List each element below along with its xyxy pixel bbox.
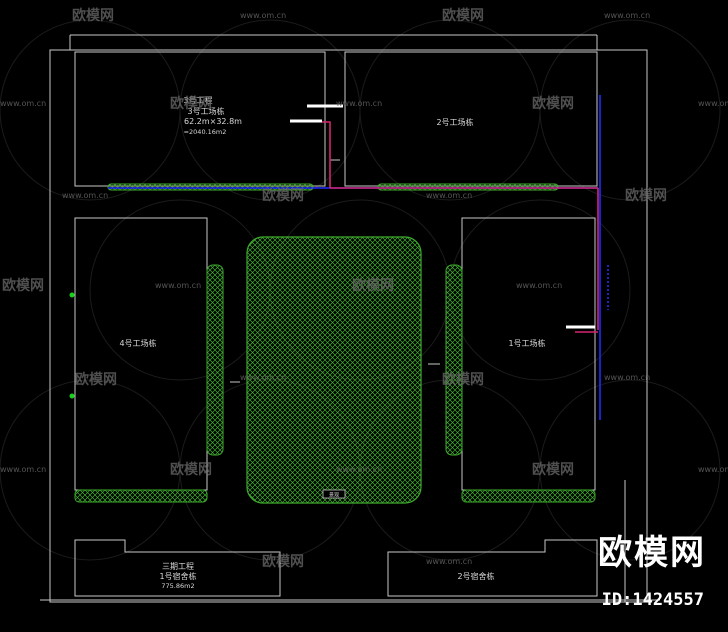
watermark-url: www.om.cn [240, 11, 286, 20]
watermark-logo: 欧模网 [625, 187, 667, 204]
watermark-logo: 欧模网 [442, 371, 484, 388]
model-id: ID:1424557 [601, 590, 704, 610]
watermark-url: www.om.cn [240, 373, 286, 382]
building-1-label: 1号工场栋 [508, 338, 545, 348]
watermark-logo: 欧模网 [532, 95, 574, 112]
watermark-url: www.om.cn [516, 281, 562, 290]
watermark-logo: 欧模网 [442, 7, 484, 24]
building-3-dims: 62.2m×32.8m [184, 117, 242, 126]
leader-marks [290, 104, 595, 329]
watermark-url: www.om.cn [604, 373, 650, 382]
watermark-logo: 欧模网 [72, 7, 114, 24]
watermark-logo: 欧模网 [170, 95, 212, 112]
watermark-url: www.om.cn [336, 465, 382, 474]
watermark-url: www.om.cn [62, 191, 108, 200]
watermark-logo: 欧模网 [75, 371, 117, 388]
connector-marks [230, 159, 440, 383]
utility-pipes [108, 95, 609, 420]
watermark-url: www.om.cn [0, 465, 46, 474]
building-3-title: 3号工程 [183, 96, 212, 105]
watermark-logo: 欧模网 [532, 461, 574, 478]
watermark-url: www.om.cn [0, 99, 46, 108]
dormitory-2 [387, 539, 598, 597]
watermark-logo: 欧模网 [262, 553, 304, 570]
watermark-url: www.om.cn [698, 99, 728, 108]
dormitory-1-name: 1号宿舍栋 [159, 571, 196, 581]
building-2-label: 2号工场栋 [436, 117, 473, 127]
watermark-url: www.om.cn [698, 465, 728, 474]
building-4-label: 4号工场栋 [119, 338, 156, 348]
dormitory-2-label: 2号宿舍栋 [457, 571, 494, 581]
green-markers [69, 292, 75, 399]
watermark-url: www.om.cn [604, 11, 650, 20]
building-4 [74, 217, 208, 491]
site-brand: 欧模网 [598, 533, 706, 573]
building-3-area: =2040.16m2 [184, 128, 227, 136]
building-3-name: 3号工场栋 [187, 106, 224, 116]
plaza-label: 景观 [329, 492, 339, 499]
watermark-url: www.om.cn [426, 191, 472, 200]
dormitory-1-phase: 三期工程 [162, 562, 194, 571]
watermark-url: www.om.cn [336, 99, 382, 108]
watermark-url: www.om.cn [155, 281, 201, 290]
watermark-url: www.om.cn [426, 557, 472, 566]
dormitory-1-area: 775.86m2 [161, 582, 194, 590]
watermark-logo: 欧模网 [352, 277, 394, 294]
dormitory-1 [74, 539, 281, 597]
central-plaza [246, 236, 422, 504]
site-boundary [40, 34, 660, 603]
watermark-logo: 欧模网 [170, 461, 212, 478]
watermark-logo: 欧模网 [2, 277, 44, 294]
building-1 [461, 217, 596, 491]
watermark-logo: 欧模网 [262, 187, 304, 204]
